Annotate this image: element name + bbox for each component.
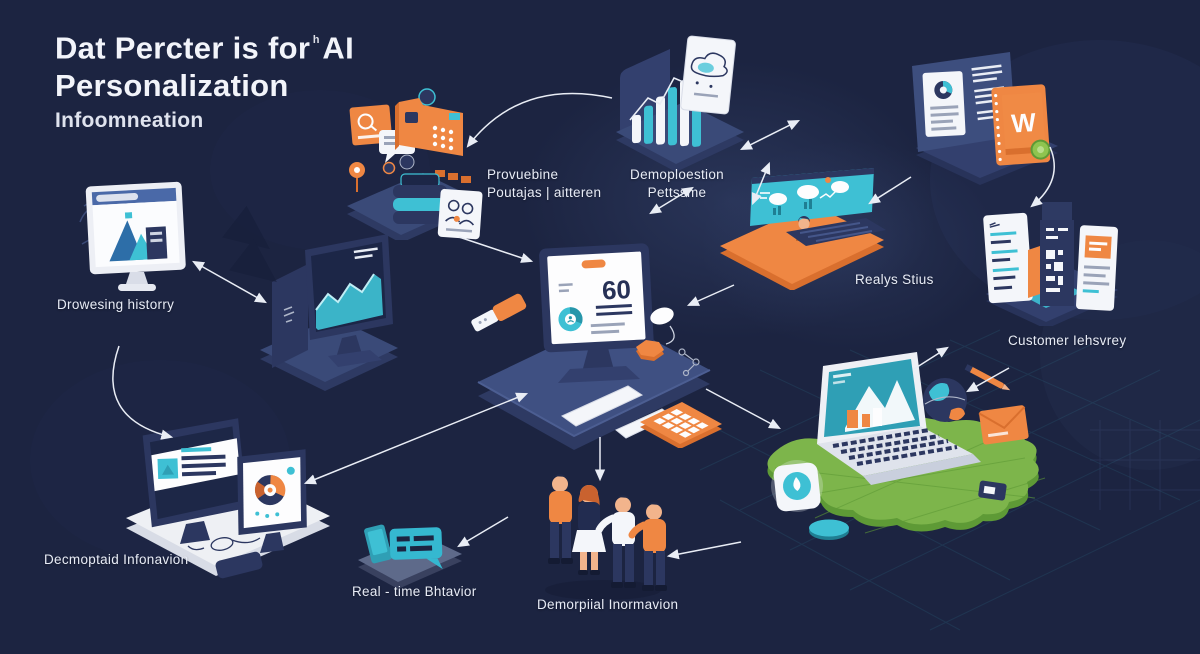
- pie-report-card-icon: [922, 71, 966, 137]
- chat-behavior-illustration: [352, 516, 467, 588]
- label-demographic-patterns: Demoploestion Pettssme: [616, 166, 738, 202]
- label-customer-survey: Customer Iehsvrey: [1008, 333, 1127, 348]
- laptop-keys: [832, 428, 958, 466]
- data-processing-illustration: [343, 88, 485, 240]
- image-panel-icon: [1076, 225, 1118, 311]
- phone-icon: [215, 551, 263, 579]
- molecule-icon: [678, 348, 700, 377]
- label-processing: Provuebine Poutajas | aitteren: [487, 166, 601, 202]
- label-realtime-status: Realys Stius: [855, 272, 934, 287]
- target-monitor: [237, 449, 307, 535]
- title-line2: Personalization: [55, 68, 289, 104]
- monitor-stand: [582, 348, 614, 372]
- shield-drop-icon: [771, 460, 823, 512]
- area-chart-icon: [316, 274, 383, 330]
- label-demographic-patterns-line2: Pettssme: [647, 185, 707, 201]
- arrow-chart-to-cluster: [466, 92, 613, 148]
- screen-text-lines: [353, 247, 378, 260]
- grid-top: [640, 402, 722, 444]
- server-stack-icon: [393, 173, 447, 224]
- content-monitor: [142, 418, 248, 528]
- arrow-map-to-people: [666, 541, 742, 560]
- person-white-shirt: [595, 495, 636, 588]
- chat-bubble-icon: [389, 527, 443, 570]
- monitor-base: [558, 366, 640, 383]
- node-icon: [399, 154, 415, 170]
- dashboard-monitor: 60: [539, 243, 654, 353]
- central-dashboard-illustration: 60: [466, 230, 720, 470]
- label-demographic-info: Decmoptaid Infonavion: [44, 552, 189, 567]
- label-demographic-information: Demorpiial Inormavion: [537, 597, 679, 612]
- map-shape-grid: [774, 437, 1046, 534]
- arrow-chart-report: [739, 119, 801, 151]
- laptop-icon: [817, 352, 981, 485]
- label-demographic-patterns-line1: Demoploestion: [630, 167, 724, 182]
- cloud-chart-icons: [760, 177, 849, 215]
- platform-top: [260, 317, 398, 382]
- person-orange-sweater: [628, 502, 667, 591]
- analytics-monitor-illustration: [250, 222, 405, 397]
- survey-doc-icon: [983, 212, 1033, 304]
- notebook-icon: W: [991, 84, 1051, 166]
- chart-line: [315, 273, 375, 311]
- title-subtitle: Infoomneation: [55, 109, 204, 133]
- browser-monitor-icon: [85, 181, 186, 275]
- node-icon: [382, 161, 396, 175]
- data-folder-icon: [395, 98, 463, 156]
- panel-glyph: [283, 306, 295, 323]
- person-orange-shirt: [548, 474, 573, 564]
- title-glyph: ʰ: [313, 34, 320, 51]
- back-panel: [272, 264, 308, 368]
- report-notebook-illustration: W: [898, 48, 1066, 186]
- monitor-stand: [260, 532, 284, 553]
- customer-docs-illustration: [978, 198, 1126, 326]
- calculator-grid-illustration: [634, 386, 726, 448]
- usb-drive-icon: [471, 293, 527, 332]
- title-part2: AI: [322, 30, 355, 66]
- screen-metric-value: 60: [601, 274, 631, 305]
- cloud-card-icon: [680, 35, 736, 115]
- globe-icon: [923, 378, 967, 422]
- browser-history-illustration: [78, 178, 196, 300]
- mouse-sketch-icon: [187, 537, 261, 551]
- mouse-icon: [650, 307, 674, 325]
- label-processing-line1: Provuebine: [487, 167, 559, 182]
- location-pin-icon: [349, 162, 365, 192]
- title-part1: Dat Percter is for: [55, 30, 311, 66]
- monitor-base: [118, 284, 156, 291]
- label-processing-line2: Poutajas | aitteren: [487, 185, 602, 201]
- keyboard-keys: [799, 222, 873, 242]
- geo-laptop-illustration: [745, 348, 1090, 558]
- disc-icon: [809, 519, 849, 540]
- notebook-logo: W: [1010, 107, 1037, 139]
- mouse-cable: [665, 325, 675, 345]
- realtime-console-illustration: [716, 166, 888, 290]
- tag-icon: [978, 480, 1007, 501]
- people-card-icon: [437, 188, 483, 240]
- people-group-illustration: [533, 462, 678, 602]
- screen-top-bar: [752, 168, 874, 184]
- label-browsing-history: Drowesing historry: [57, 297, 175, 312]
- person-woman: [572, 485, 606, 575]
- monitor-stand: [126, 272, 148, 284]
- label-realtime-behavior: Real - time Bhtavior: [352, 584, 477, 599]
- donut-chart-icon: [558, 307, 583, 332]
- pencil-icon: [964, 364, 1011, 391]
- hexagon-button-icon: [636, 340, 664, 361]
- qr-panel-icon: [1040, 220, 1074, 306]
- monitor-stand: [180, 521, 210, 544]
- demographic-chart-illustration: [608, 28, 750, 176]
- screen-badge: [581, 259, 606, 269]
- phone-chat-icon: [364, 524, 392, 564]
- chip-row: [435, 170, 471, 183]
- profile-workstation-illustration: [118, 418, 338, 583]
- keyboard-icon: [561, 385, 644, 427]
- envelope-icon: [978, 405, 1029, 445]
- node-icon: [418, 88, 436, 106]
- laptop-screen-content: [832, 372, 915, 432]
- monitor-base: [328, 350, 382, 367]
